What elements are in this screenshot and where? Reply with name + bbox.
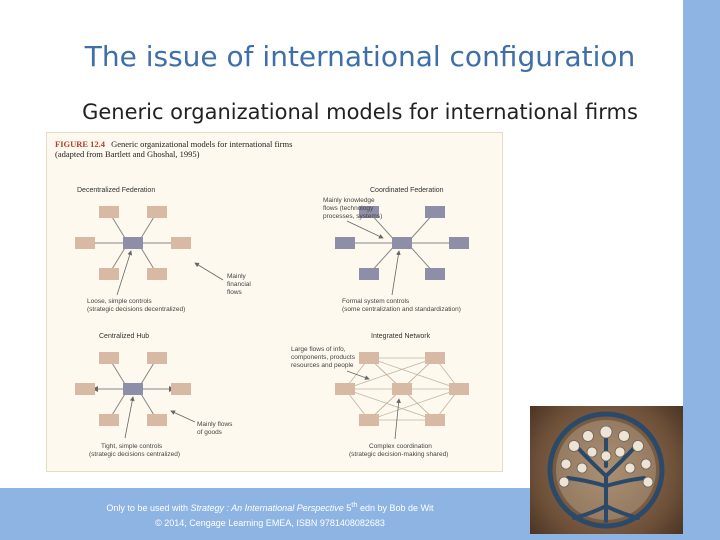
subsidiary-box xyxy=(147,268,167,280)
subsidiary-box xyxy=(359,206,379,218)
subsidiary-box xyxy=(425,352,445,364)
footer-author: edn by Bob de Wit xyxy=(357,503,434,513)
subsidiary-box xyxy=(425,206,445,218)
right-accent-bar xyxy=(683,0,720,540)
subsidiary-box xyxy=(425,414,445,426)
model-title: Centralized Hub xyxy=(99,333,149,340)
subsidiary-box xyxy=(99,206,119,218)
subsidiary-box xyxy=(449,237,469,249)
footer-book-title: Strategy : An International Perspective xyxy=(190,503,344,513)
subsidiary-box xyxy=(392,383,412,395)
figure-caption: FIGURE 12.4 Generic organizational models… xyxy=(55,139,292,159)
model-annotation: Mainly knowledge flows (technology proce… xyxy=(323,197,382,220)
footer-copyright: © 2014, Cengage Learning EMEA, ISBN 9781… xyxy=(155,518,385,528)
model-title: Integrated Network xyxy=(371,333,431,340)
model-centralized-hub: Centralized Hub Mainly flows of goods xyxy=(75,333,234,458)
subsidiary-box xyxy=(75,237,95,249)
slide-title: The issue of international configuration xyxy=(84,40,636,73)
hub-box xyxy=(392,237,412,249)
subsidiary-box xyxy=(171,383,191,395)
model-description: Complex coordination (strategic decision… xyxy=(349,443,448,458)
subsidiary-box xyxy=(147,414,167,426)
copyright-footer: Only to be used with Strategy : An Inter… xyxy=(0,497,540,531)
model-title: Coordinated Federation xyxy=(370,187,444,194)
subsidiary-box xyxy=(75,383,95,395)
subsidiary-box xyxy=(359,268,379,280)
model-decentralized-federation: Decentralized Federation Mainly financia… xyxy=(75,187,253,313)
subsidiary-box xyxy=(147,352,167,364)
organizational-models-diagram: Decentralized Federation Mainly financia… xyxy=(75,187,469,458)
subsidiary-box xyxy=(99,268,119,280)
subsidiary-box xyxy=(99,352,119,364)
footer-prefix: Only to be used with xyxy=(106,503,191,513)
model-annotation: Mainly flows of goods xyxy=(197,421,234,436)
tree-emblem-image xyxy=(530,406,683,534)
model-annotation: Large flows of info, components, product… xyxy=(291,346,357,369)
model-description: Tight, simple controls (strategic decisi… xyxy=(89,443,180,458)
figure-caption-text: Generic organizational models for intern… xyxy=(111,139,293,149)
subsidiary-box xyxy=(335,237,355,249)
subsidiary-box xyxy=(335,383,355,395)
model-coordinated-federation: Coordinated Federation Mainly knowledge … xyxy=(323,187,469,313)
figure-panel: FIGURE 12.4 Generic organizational models… xyxy=(46,132,503,472)
footer-edition-suffix: th xyxy=(351,500,358,509)
figure-number: FIGURE 12.4 xyxy=(55,139,106,149)
subsidiary-box xyxy=(147,206,167,218)
slide-subtitle: Generic organizational models for intern… xyxy=(82,100,638,124)
tree-emblem-icon xyxy=(547,411,665,529)
subsidiary-box xyxy=(171,237,191,249)
hub-box xyxy=(123,237,143,249)
hub-box xyxy=(123,383,143,395)
model-title: Decentralized Federation xyxy=(77,187,155,194)
figure-source: (adapted from Bartlett and Ghoshal, 1995… xyxy=(55,149,200,160)
model-description: Formal system controls (some centralizat… xyxy=(342,298,461,313)
subsidiary-box xyxy=(99,414,119,426)
subsidiary-box xyxy=(359,352,379,364)
subsidiary-box xyxy=(449,383,469,395)
model-description: Loose, simple controls (strategic decisi… xyxy=(87,298,185,313)
subsidiary-box xyxy=(425,268,445,280)
subsidiary-box xyxy=(359,414,379,426)
model-integrated-network: Integrated Network xyxy=(291,333,469,458)
footer-edition: 5 xyxy=(343,503,352,513)
model-annotation: Mainly financial flows xyxy=(227,273,253,296)
